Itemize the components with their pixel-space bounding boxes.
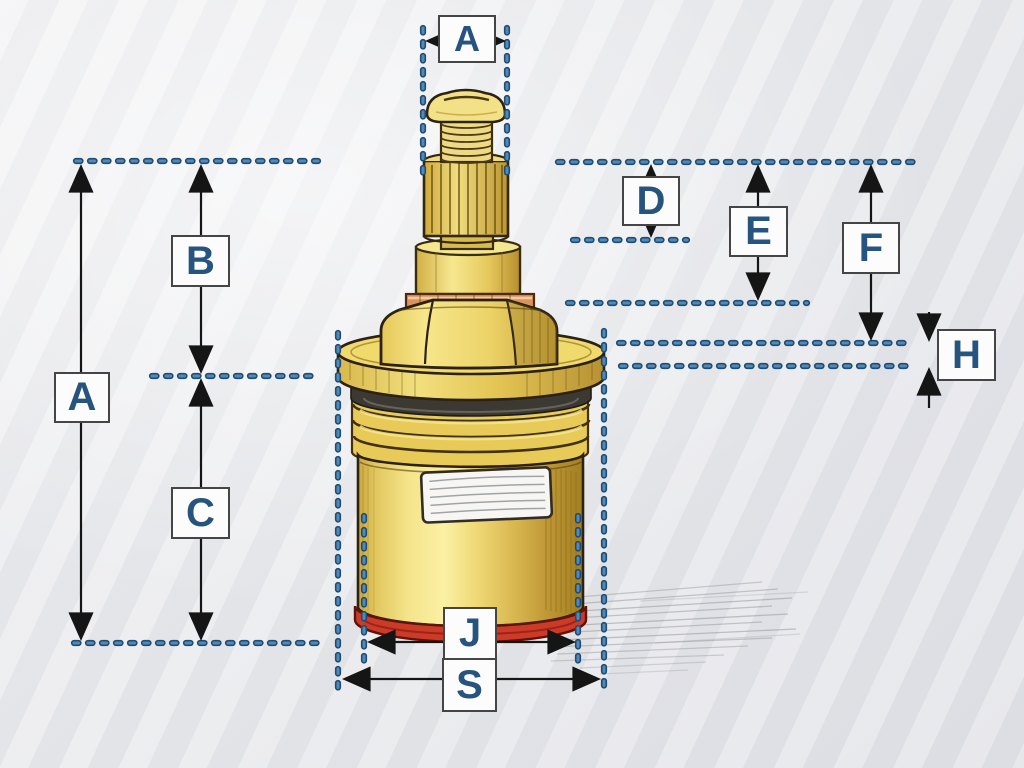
body-label-window: [419, 466, 554, 524]
dim-label-body-diameter: J: [443, 607, 497, 660]
dim-label-f: F: [842, 222, 900, 274]
dim-label-flange-thickness: H: [937, 329, 996, 381]
dim-label-e: E: [729, 206, 788, 257]
body-thread-ridges: [350, 396, 591, 470]
dim-label-overall-diameter: S: [442, 658, 497, 712]
cartridge-illustration: [336, 88, 606, 644]
dim-label-d: D: [622, 176, 680, 226]
hex-nut: [379, 298, 559, 370]
dim-label-overall-height: A: [54, 372, 110, 423]
screw-head: [425, 88, 507, 124]
dim-label-b: B: [171, 235, 230, 287]
dashed-guide-lines: [70, 24, 923, 695]
dim-label-c: C: [171, 487, 230, 539]
shadow-hatching: [550, 581, 809, 675]
spline-stem: [422, 151, 510, 251]
dim-label-stem-width: A: [438, 15, 496, 63]
screw-thread-shank: [439, 116, 494, 164]
